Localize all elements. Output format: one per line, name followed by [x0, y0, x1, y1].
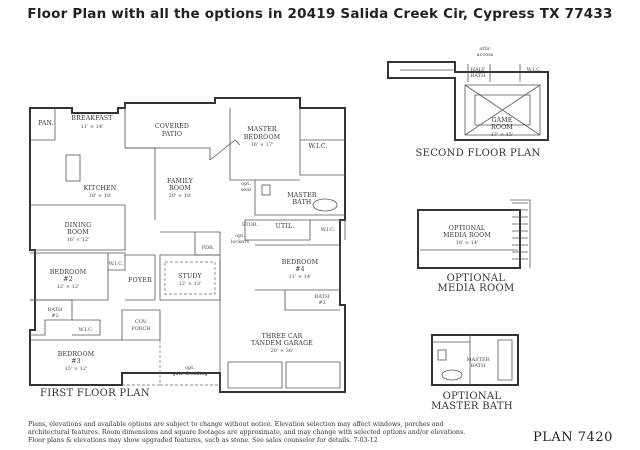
room-label-game-room-2: ROOM — [491, 124, 513, 131]
room-dim-garage: 20' × 36' — [271, 348, 294, 354]
room-dim-family-room: 20' × 18' — [169, 193, 192, 199]
room-label-covered-patio: COVERED — [155, 123, 189, 130]
room-label-opt-master-bath: MASTER — [467, 357, 490, 363]
room-label-dining-room-2: ROOM — [67, 229, 89, 236]
label-attic-access-2: access — [477, 52, 494, 58]
label-opt-lockers-2: lockers — [231, 239, 250, 245]
room-label-bedroom-4-num: #4 — [295, 266, 305, 273]
room-label-bath-2: BATH — [48, 307, 63, 313]
optional-master-bath-plan — [431, 334, 519, 386]
room-label-master-bedroom: MASTER — [247, 126, 277, 133]
room-dim-master-bedroom: 16' × 17' — [251, 142, 274, 148]
room-label-bedroom-2: BEDROOM — [50, 269, 87, 276]
optional-media-title: OPTIONAL — [447, 273, 506, 284]
label-opt-seat: opt. — [241, 181, 251, 187]
room-dim-bedroom-2: 12' × 12' — [57, 284, 80, 290]
label-opt-gate-2: gate & railing — [172, 371, 208, 377]
room-label-master-bath: MASTER — [287, 192, 317, 199]
room-label-bedroom-3: BEDROOM — [58, 351, 95, 358]
room-label-pantry: PAN. — [38, 120, 54, 127]
room-label-storage: STOR. — [242, 222, 259, 228]
room-label-master-wic: W.I.C. — [308, 143, 327, 150]
room-label-second-wic: W.I.C. — [527, 67, 542, 73]
second-floor-plan — [387, 61, 549, 141]
room-label-game-room: GAME — [491, 117, 512, 124]
disclaimer-text: Plans, elevations and available options … — [28, 421, 466, 444]
room-label-utility: UTIL. — [276, 223, 295, 230]
room-label-bed2-wic: W.I.C. — [109, 261, 124, 267]
room-dim-game-room: 17' × 15' — [491, 132, 514, 138]
label-opt-gate: opt. — [185, 365, 195, 371]
plan-number: PLAN 7420 — [533, 430, 613, 445]
first-floor-plan — [29, 97, 346, 393]
room-label-bath-3-num: #3 — [318, 300, 325, 306]
room-dim-breakfast: 11' × 14' — [81, 124, 104, 130]
room-dim-study: 12' × 13' — [179, 281, 202, 287]
room-dim-dining: 16' × 12' — [67, 237, 90, 243]
room-label-family-room: FAMILY — [167, 178, 194, 185]
room-label-half-bath-2: BATH — [471, 73, 486, 79]
room-label-covered-porch: COV. — [135, 319, 148, 325]
optional-media-room-plan — [417, 199, 531, 269]
optional-master-bath-title: OPTIONAL — [443, 391, 502, 402]
room-label-garage: THREE CAR — [262, 333, 303, 340]
room-label-covered-porch-2: PORCH — [131, 326, 151, 332]
room-label-dining-room: DINING — [65, 222, 92, 229]
room-label-bath-2-num: #2 — [51, 313, 58, 319]
room-dim-kitchen: 18' × 18' — [89, 193, 112, 199]
room-label-covered-patio-2: PATIO — [162, 131, 182, 138]
room-label-breakfast: BREAKFAST — [71, 115, 113, 122]
second-floor-title: SECOND FLOOR PLAN — [415, 148, 540, 159]
room-label-bedroom-3-num: #3 — [71, 358, 81, 365]
room-label-kitchen: KITCHEN — [84, 185, 117, 192]
room-label-powder: PDR. — [202, 245, 215, 251]
label-attic-access: attic — [479, 46, 491, 52]
optional-media-title-2: MEDIA ROOM — [437, 283, 514, 294]
room-dim-bedroom-3: 15' × 12' — [65, 366, 88, 372]
room-label-foyer: FOYER — [128, 277, 152, 284]
room-label-util-wic: W.I.C. — [321, 227, 336, 233]
page-title: Floor Plan with all the options in 20419… — [27, 6, 613, 22]
room-label-half-bath: HALF — [471, 67, 486, 73]
room-label-master-bedroom-2: BEDROOM — [244, 134, 281, 141]
room-label-bedroom-4: BEDROOM — [282, 259, 319, 266]
label-opt-lockers: opt. — [235, 233, 245, 239]
room-dim-bedroom-4: 11' × 14' — [289, 274, 312, 280]
first-floor-title: FIRST FLOOR PLAN — [40, 388, 150, 399]
room-label-bedroom-2-num: #2 — [63, 276, 73, 283]
optional-master-bath-title-2: MASTER BATH — [431, 401, 513, 412]
room-label-bath-3: BATH — [315, 294, 330, 300]
room-label-media-room: OPTIONAL — [449, 225, 485, 232]
room-label-master-bath-2: BATH — [293, 199, 312, 206]
room-label-garage-2: TANDEM GARAGE — [251, 340, 313, 347]
room-label-study: STUDY — [178, 273, 202, 280]
label-opt-seat-2: seat — [241, 187, 252, 193]
room-dim-media-room: 18' × 14' — [456, 240, 479, 246]
room-label-bed3-wic: W.I.C. — [79, 327, 94, 333]
room-label-opt-master-bath-2: BATH — [471, 363, 486, 369]
room-label-media-room-2: MEDIA ROOM — [443, 232, 491, 239]
room-label-family-room-2: ROOM — [169, 185, 191, 192]
